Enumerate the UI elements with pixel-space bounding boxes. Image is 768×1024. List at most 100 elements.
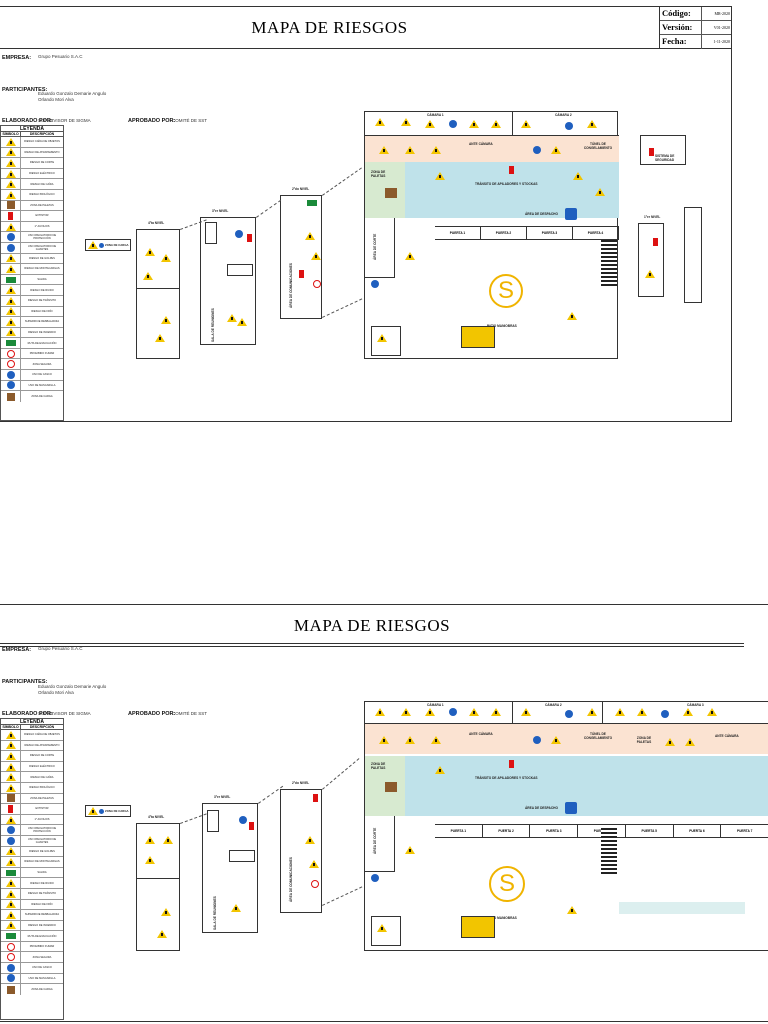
legend-description: RIESGO DE TRÁNSITO — [27, 299, 57, 303]
door-label: PUERTA 1 — [435, 227, 481, 239]
warn-icon — [5, 296, 16, 305]
legend-row: 1° AUXILIOS — [1, 814, 63, 826]
legend-description: RIESGO DE TRÁNSITO — [27, 892, 57, 896]
level-2-label-2: 2°do NIVEL — [292, 781, 310, 785]
warning-icon — [573, 172, 583, 180]
legend-description: SUPERFICIE RESBALADIZA — [24, 913, 60, 917]
legend-row: RIESGO DE CAÍDA — [1, 179, 63, 190]
zona-paletas-label-2: ZONA DE PALETAS — [371, 762, 386, 770]
warning-icon — [685, 738, 695, 746]
fire-icon — [8, 211, 13, 220]
warning-icon — [311, 252, 321, 260]
door-label: PUERTA 2 — [483, 825, 531, 837]
divider — [137, 288, 179, 289]
legend-description: RIESGO DE ATRAPAMIENTO — [24, 150, 60, 154]
connector — [256, 199, 282, 218]
legend-row: RIESGO DE FRÍO — [1, 899, 63, 911]
legend-symbol — [1, 327, 21, 338]
warning-icon — [425, 120, 435, 128]
warning-icon — [143, 272, 153, 280]
legend-symbol — [1, 211, 21, 221]
prohib-icon — [6, 349, 15, 358]
warning-icon — [145, 836, 155, 844]
warning-icon — [405, 736, 415, 744]
camara-2 — [513, 702, 603, 724]
sala-reuniones-label-2: SALA DE REUNIONES — [213, 896, 217, 930]
empresa-label: EMPRESA: — [2, 55, 32, 61]
camara-2-label-2: CÁMARA 2 — [545, 703, 562, 707]
legend-symbol — [1, 814, 21, 825]
warn-icon — [5, 889, 16, 898]
legend-description: USO OBLIGATORIO DE GUANTES — [27, 244, 57, 251]
document-code-table: Código:MR-2020 Versión:V01-2020 Fecha:1-… — [660, 7, 731, 49]
warn-icon — [5, 910, 16, 919]
stairs — [601, 240, 617, 286]
warning-icon — [157, 930, 167, 938]
warning-icon — [587, 708, 597, 716]
warning-icon — [155, 334, 165, 342]
warn-icon — [5, 169, 16, 178]
date-key: Fecha: — [660, 35, 702, 49]
exit-icon — [5, 340, 16, 347]
legend-description: ZONA SEGURA — [32, 362, 52, 366]
zona-paletas-label-3: ZONA DE PALETAS — [636, 736, 652, 744]
warning-board — [461, 326, 495, 348]
legend-description: PROHIBIDO FUMAR — [29, 945, 55, 949]
transito-label-2: TRÁNSITO DE APILADORES Y STOCKAS — [475, 776, 538, 780]
legend-symbol — [1, 920, 21, 931]
warning-icon — [431, 146, 441, 154]
zona-segura-room — [371, 916, 401, 946]
warning-icon — [88, 241, 98, 249]
legend-description: USO DE MASCARILLA — [28, 383, 56, 387]
camara-1 — [365, 112, 513, 136]
legend-description: RIESGO DE MONTACARGAS — [24, 860, 60, 864]
warning-icon — [377, 334, 387, 342]
legend-row: USO DE MASCARILLA — [1, 973, 63, 985]
elaborado-label-2: ELABORADO POR: — [2, 711, 53, 717]
legend-symbol — [1, 232, 21, 242]
legend-row: USO DE CASCO — [1, 370, 63, 381]
connector — [322, 167, 362, 196]
legend-description: USO OBLIGATORIO DE PROTECCIÓN — [27, 827, 57, 834]
warning-icon — [88, 807, 98, 815]
mandatory-icon — [565, 710, 573, 718]
elaborado-value: SUPERVISOR DE SIGMA — [38, 118, 91, 123]
mandatory-icon — [6, 826, 15, 835]
boxs-icon — [6, 794, 15, 803]
level-2-label: 2°do NIVEL — [292, 187, 310, 191]
legend-symbol — [1, 295, 21, 306]
legend-symbol — [1, 348, 21, 359]
legend-symbol — [1, 147, 21, 158]
legend-description: RIESGO DE INCENDIO — [28, 923, 56, 927]
warning-icon — [231, 904, 241, 912]
legend-row: ZONA DE PALETAS — [1, 200, 63, 212]
legend-row: RIESGO CAÍDA DE OBJETOS — [1, 730, 63, 741]
tunel-label: TÚNEL DE CONGELAMIENTO — [583, 142, 613, 150]
legend-col-symbol: SÍMBOLO — [1, 132, 21, 136]
legend-col-desc: DESCRIPCIÓN — [29, 725, 55, 729]
legend-row: USO OBLIGATORIO DE PROTECCIÓN — [1, 232, 63, 243]
mandatory-icon — [449, 708, 457, 716]
warning-icon — [405, 252, 415, 260]
legend-description: EXTINTOR — [35, 214, 49, 218]
empresa-label-2: EMPRESA: — [2, 647, 32, 653]
date-row: Fecha:1-11-2020 — [660, 35, 731, 49]
version-row: Versión:V01-2020 — [660, 21, 731, 35]
legend-symbol — [1, 274, 21, 285]
transito-zone — [405, 756, 768, 816]
legend-title: LEYENDA — [1, 126, 63, 132]
legend-row: RIESGO DE INCENDIO — [1, 920, 63, 932]
legend-row: RIESGO BIOLÓGICO — [1, 782, 63, 794]
warn-icon — [5, 307, 16, 316]
mandatory-icon — [99, 242, 104, 248]
legend-symbol — [1, 772, 21, 782]
extinguisher-icon — [653, 238, 658, 246]
warning-icon — [305, 232, 315, 240]
legend-row: RIESGO DE INCENDIO — [1, 327, 63, 339]
legend-row: SUPERFICIE RESBALADIZA — [1, 317, 63, 328]
main-plant-plan: CÁMARA 1 CÁMARA 2 ANTE CÁMARA TÚNEL DE C… — [364, 111, 619, 359]
exit-sign — [307, 200, 317, 206]
legend-description: RIESGO DE CORTE — [29, 754, 55, 758]
legend-description: RIESGO BIOLÓGICO — [29, 786, 55, 790]
